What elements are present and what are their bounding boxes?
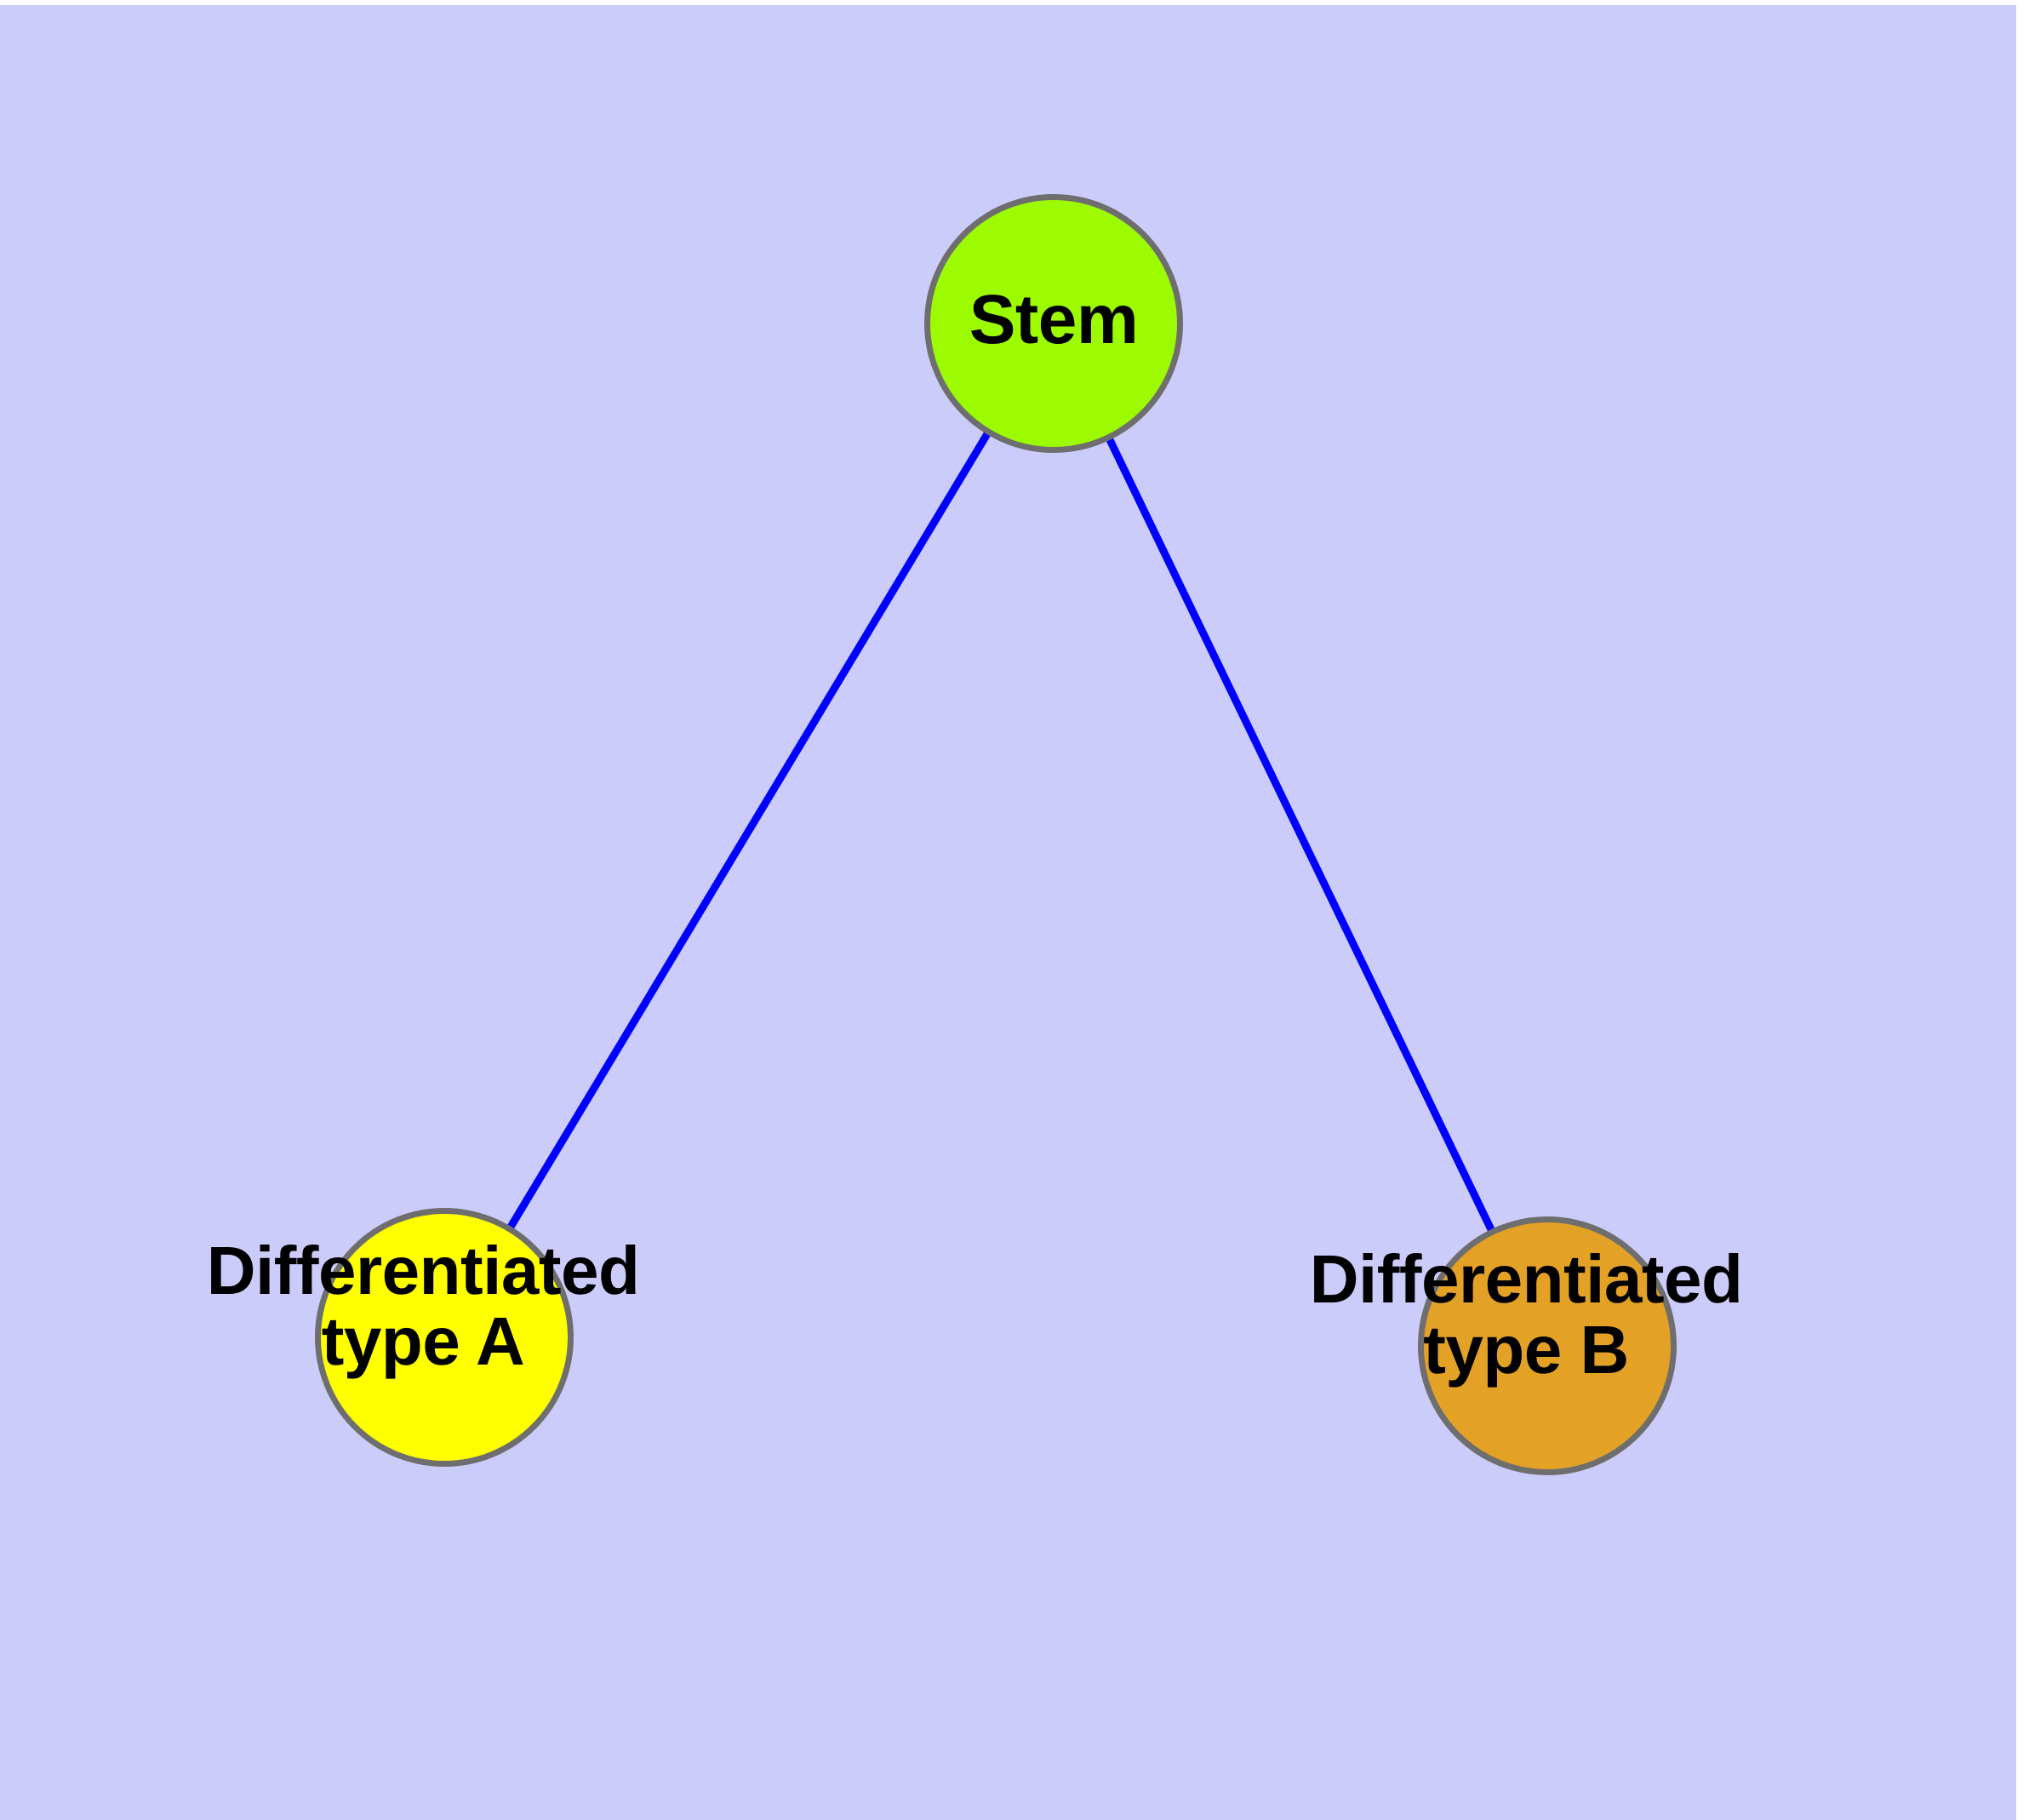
node-circle-diff-a[interactable]	[315, 1208, 574, 1467]
edge-stem-to-diff-a	[441, 321, 1057, 1340]
diagram-plot-area: Stem Differentiated type A Differentiate…	[0, 5, 2016, 1820]
node-circle-diff-b[interactable]	[1418, 1216, 1677, 1475]
graph-svg	[315, 194, 1677, 1475]
edge-stem-to-diff-b	[1049, 322, 1552, 1348]
nodes-layer	[315, 194, 1677, 1475]
edges-layer	[441, 321, 1552, 1348]
node-circle-stem[interactable]	[924, 194, 1183, 453]
